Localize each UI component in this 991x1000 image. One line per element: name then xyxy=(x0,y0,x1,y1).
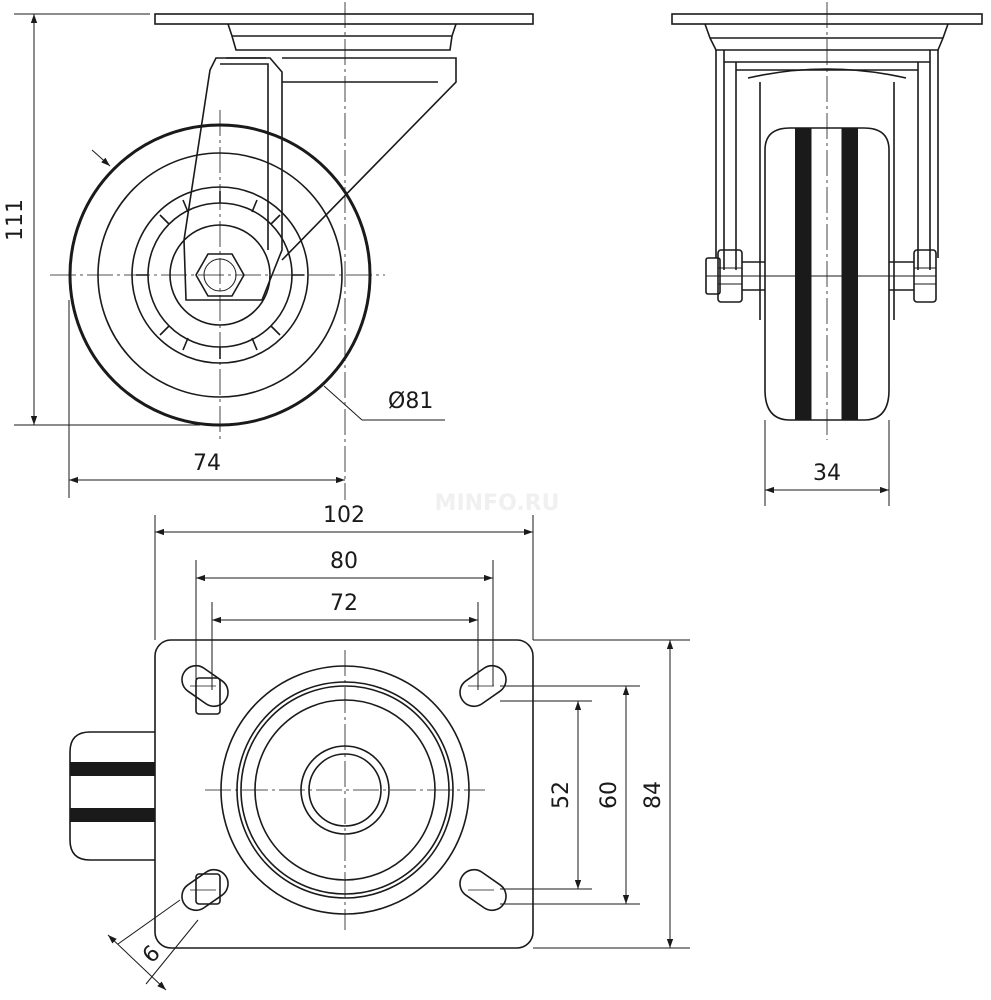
slot-nut-top xyxy=(195,677,221,715)
dim-label-52: 52 xyxy=(549,781,574,809)
front-fork-outer xyxy=(715,50,939,270)
slot-top-left xyxy=(181,664,229,708)
front-wheel-tyre xyxy=(764,127,890,421)
slot-nut-bottom xyxy=(195,873,221,905)
front-wheel-band-left xyxy=(795,128,811,420)
side-view: 111 74 Ø81 xyxy=(3,2,534,500)
front-view: 34 xyxy=(671,2,983,506)
slot-top-right xyxy=(459,664,507,708)
dim-label-111: 111 xyxy=(3,199,28,241)
side-top-plate xyxy=(154,13,534,25)
front-wheel-band-right xyxy=(842,128,858,420)
top-wheel-stub xyxy=(69,731,155,861)
watermark: MINFO.RU xyxy=(435,491,560,516)
top-wheel-band-1 xyxy=(70,762,155,776)
dim-label-34: 34 xyxy=(813,461,841,486)
side-fork-leg xyxy=(183,57,283,301)
top-wheel-band-2 xyxy=(70,808,155,822)
top-view: 102 80 72 52 60 84 9 xyxy=(69,503,690,991)
slot-bottom-left xyxy=(181,868,229,912)
side-plate-base xyxy=(227,23,457,51)
front-plate-base xyxy=(704,23,949,51)
dim-label-84: 84 xyxy=(641,781,666,809)
dim-label-81: Ø81 xyxy=(388,389,433,414)
top-mount-plate xyxy=(154,639,534,949)
side-fork-diagonal xyxy=(281,57,457,261)
dim-label-74: 74 xyxy=(193,451,221,476)
dim-label-102: 102 xyxy=(323,503,365,528)
side-fork-edge xyxy=(220,57,269,250)
dim-leader-81 xyxy=(323,385,363,421)
dim-label-72: 72 xyxy=(330,591,358,616)
dim-label-80: 80 xyxy=(330,549,358,574)
top-mount-slots xyxy=(181,664,507,912)
dim-label-60: 60 xyxy=(597,781,622,809)
dim-line-9 xyxy=(107,934,167,991)
side-axle-nut-icon xyxy=(195,253,245,297)
